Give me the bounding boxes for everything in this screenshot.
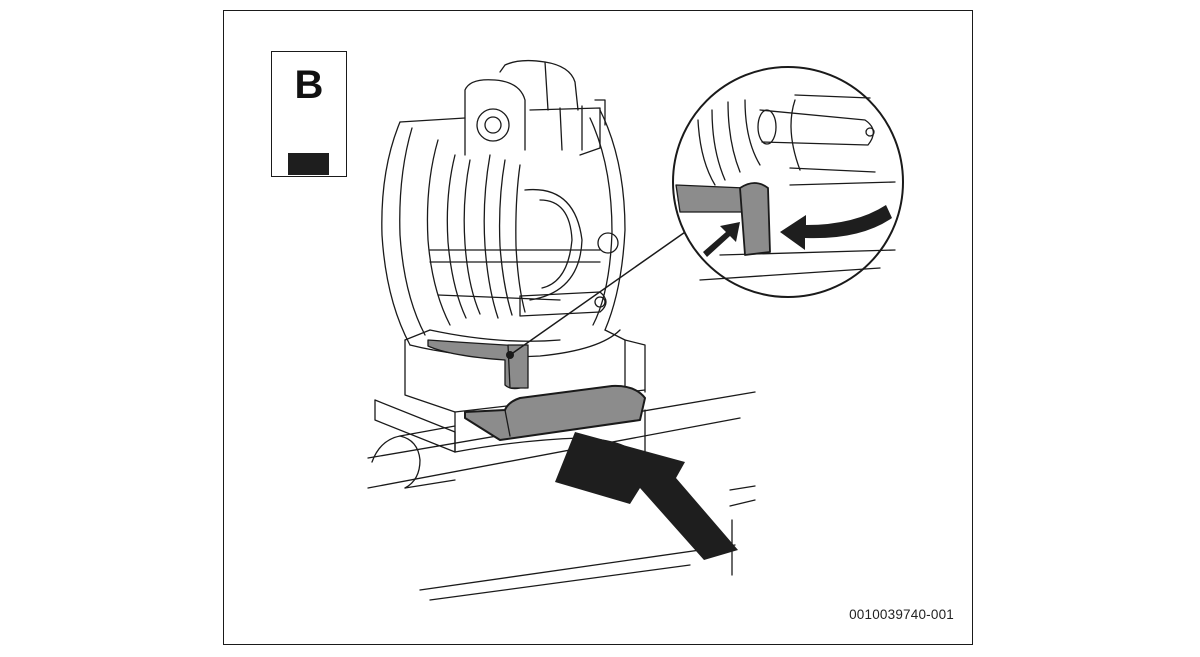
document-id: 0010039740-001 [849,607,954,622]
step-badge: B [271,51,347,177]
curved-arrow-left-icon [780,205,892,250]
small-arrow-up-right-icon [703,222,740,257]
slide-plate [464,384,646,441]
large-arrow-up-left-icon [555,432,738,560]
detail-magnifier [672,66,904,298]
callout-leader [509,229,689,356]
top-connectors [464,59,606,156]
step-letter: B [294,63,324,107]
step-indicator-bar [288,153,329,175]
fan-housing [381,109,626,358]
pipe-left [371,425,456,489]
